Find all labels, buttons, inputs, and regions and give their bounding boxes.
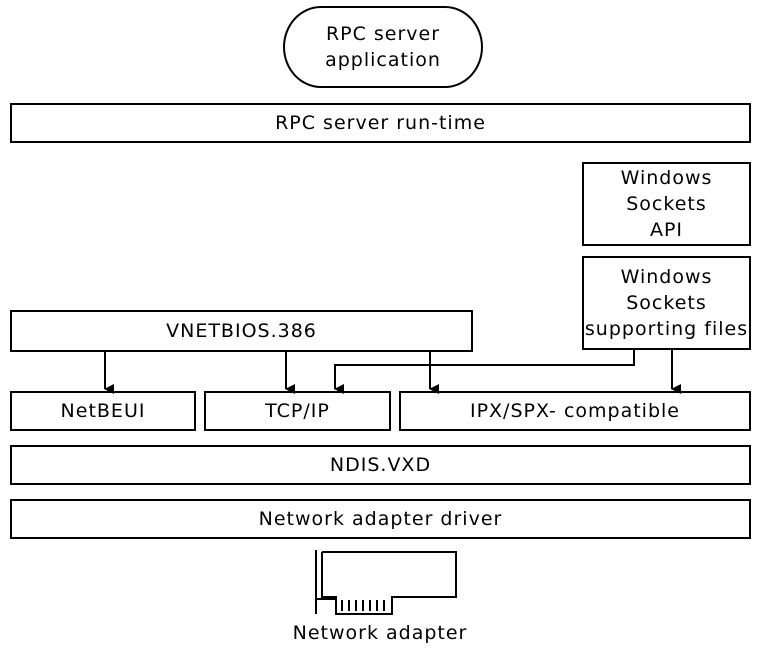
rpc-server-application-line1: RPC server xyxy=(325,23,441,45)
vnetbios-label: VNETBIOS.386 xyxy=(166,320,317,342)
rpc-server-application-line2: application xyxy=(325,49,441,71)
ndis-vxd-box: NDIS.VXD xyxy=(10,445,751,485)
rpc-server-runtime-box: RPC server run-time xyxy=(10,103,751,143)
network-adapter-driver-label: Network adapter driver xyxy=(258,508,503,530)
winsock-files-to-tcpip-arrow xyxy=(334,350,635,394)
tcpip-box: TCP/IP xyxy=(204,391,391,431)
windows-sockets-files-line2: Sockets xyxy=(626,292,707,314)
windows-sockets-api-line2: Sockets xyxy=(626,193,707,215)
network-adapter-driver-box: Network adapter driver xyxy=(10,499,751,539)
ndis-vxd-label: NDIS.VXD xyxy=(329,454,432,476)
network-adapter-card-icon xyxy=(315,550,457,615)
windows-sockets-api-box: Windows Sockets API xyxy=(582,162,751,246)
windows-sockets-files-line3: supporting files xyxy=(584,318,749,340)
ipx-spx-label: IPX/SPX- compatible xyxy=(469,400,680,422)
vnetbios-box: VNETBIOS.386 xyxy=(10,310,473,352)
rpc-server-runtime-label: RPC server run-time xyxy=(275,112,486,134)
windows-sockets-supporting-files-box: Windows Sockets supporting files xyxy=(582,256,751,350)
netbeui-box: NetBEUI xyxy=(10,391,196,431)
windows-sockets-files-line1: Windows xyxy=(620,266,713,288)
tcpip-label: TCP/IP xyxy=(265,400,330,422)
windows-sockets-api-line3: API xyxy=(649,219,684,241)
netbeui-label: NetBEUI xyxy=(60,400,146,422)
rpc-server-application-node: RPC server application xyxy=(283,6,483,88)
windows-sockets-api-line1: Windows xyxy=(620,167,713,189)
ipx-spx-compatible-box: IPX/SPX- compatible xyxy=(399,391,751,431)
network-adapter-caption: Network adapter xyxy=(292,622,468,644)
